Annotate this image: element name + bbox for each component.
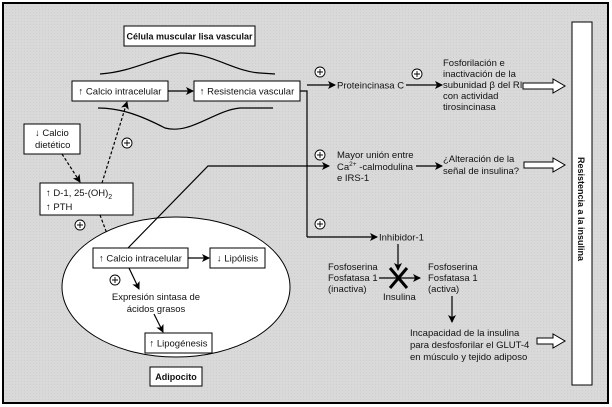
fosfoserina-inactiva-line3: (inactiva) — [328, 284, 367, 295]
fosforilacion-line1: Fosforilación e — [443, 58, 505, 69]
plus-icon — [121, 137, 133, 149]
incapacidad-line2: para desfosforilar el GLUT-4 — [410, 340, 529, 351]
arrow-calcio-to-mayor-union — [127, 162, 330, 249]
arrow-dietetico-to-hormonas — [61, 153, 81, 183]
adipocito-title: Adipocito — [155, 372, 197, 382]
plus-icon — [74, 219, 86, 231]
fosforilacion-line4: con actividad — [443, 91, 498, 102]
plus-icon — [411, 68, 423, 80]
lipolisis-box: ↓ Lipólisis — [209, 247, 266, 269]
expresion-line1: Expresión sintasa de — [112, 292, 200, 303]
calcio-dietetico-line2: dietético — [35, 140, 70, 151]
fosfoserina-activa-line1: Fosfoserina — [428, 262, 478, 273]
fosforilacion-line3: subunidad β del RI — [443, 80, 522, 91]
vascular-membrane-bottom — [97, 107, 273, 130]
block-x-icon — [388, 267, 409, 289]
fosforilacion-line5: tirosincinasa — [443, 102, 497, 113]
expresion-line2: ácidos grasos — [127, 304, 186, 315]
mayor-union-line1: Mayor unión entre — [337, 150, 414, 161]
vascular-title: Célula muscular lisa vascular — [126, 32, 253, 42]
fosforilacion-line2: inactivación de la — [443, 69, 517, 80]
hormonas-box: ↑ D-1, 25-(OH)2 ↑ PTH — [39, 182, 134, 216]
calcio-dietetico-box: ↓ Calcio dietético — [23, 123, 81, 155]
adipocito-title-box: Adipocito — [149, 366, 203, 387]
vascular-calcio-box: ↑ Calcio intracelular — [71, 80, 169, 102]
alteracion-line2: señal de insulina? — [443, 166, 519, 177]
arrow-hormonas-to-adipocito — [99, 214, 114, 248]
hollow-arrow-top — [522, 78, 566, 94]
incapacidad-line3: en músculo y tejido adiposo — [410, 352, 527, 363]
alteracion-line1: ¿Alteración de la — [443, 154, 515, 165]
arrow-calcio-to-expresion — [128, 267, 140, 290]
proteincinasa-label: Proteincinasa C — [337, 81, 404, 92]
vascular-calcio-label: ↑ Calcio intracelular — [79, 87, 162, 98]
vascular-title-box: Célula muscular lisa vascular — [123, 25, 256, 47]
inhibidor-label: Inhibidor-1 — [379, 233, 424, 244]
resistencia-insulina-box: Resistencia a la insulina — [571, 21, 593, 386]
vascular-resistencia-box: ↑ Resistencia vascular — [193, 80, 301, 102]
fosfoserina-activa-line3: (activa) — [428, 284, 459, 295]
insulina-label: Insulina — [383, 292, 416, 303]
adipocito-calcio-box: ↑ Calcio intracelular — [92, 247, 189, 269]
vascular-membrane-top — [99, 52, 276, 75]
arrow-expresion-to-lipogenesis — [153, 313, 164, 333]
hormonas-d1: ↑ D-1, 25-(OH)2 — [46, 188, 112, 201]
hollow-arrow-middle — [523, 157, 566, 173]
calcio-dietetico-line1: ↓ Calcio — [35, 128, 69, 139]
plus-icon — [109, 274, 121, 286]
arrow-hormonas-to-vascular — [101, 101, 129, 184]
plus-icon — [314, 218, 326, 230]
vascular-resistencia-label: ↑ Resistencia vascular — [200, 87, 295, 98]
fosfoserina-inactiva-line2: Fosfatasa 1 — [328, 273, 378, 284]
plus-icon — [314, 66, 326, 78]
lipogenesis-label: ↑ Lipogénesis — [149, 339, 207, 350]
mayor-union-line3: e IRS-1 — [337, 173, 369, 184]
hormonas-pth: ↑ PTH — [46, 202, 73, 213]
hollow-arrow-bottom — [536, 333, 566, 349]
mayor-union-line2: Ca2+ -calmodulina — [337, 161, 414, 173]
fosfoserina-inactiva-line1: Fosfoserina — [328, 262, 378, 273]
lipogenesis-box: ↑ Lipogénesis — [144, 332, 213, 354]
resistencia-insulina-label: Resistencia a la insulina — [576, 157, 586, 262]
incapacidad-line1: Incapacidad de la insulina — [410, 328, 520, 339]
adipocito-calcio-label: ↑ Calcio intracelular — [99, 254, 182, 265]
lipolisis-label: ↓ Lipólisis — [217, 254, 258, 265]
fosfoserina-activa-line2: Fosfatasa 1 — [428, 273, 478, 284]
branch-line — [300, 90, 308, 237]
plus-icon — [314, 149, 326, 161]
